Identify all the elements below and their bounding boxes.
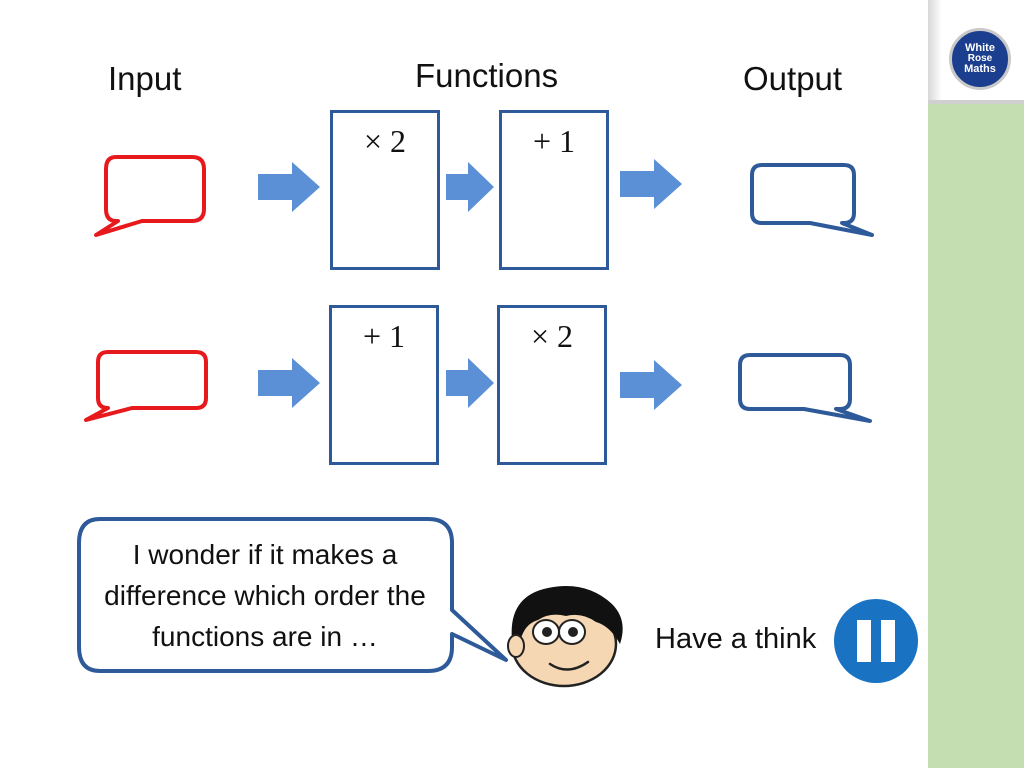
speech-bubble-outline <box>77 517 508 673</box>
speech-bubble-text: I wonder if it makes a difference which … <box>104 538 426 652</box>
function-operation: + 1 <box>532 123 576 159</box>
input-heading: Input <box>108 60 182 97</box>
output-bubble-row2[interactable] <box>736 353 874 427</box>
arrow-icon <box>446 162 494 212</box>
white-rose-maths-logo: White Rose Maths <box>949 28 1011 90</box>
pause-icon[interactable] <box>833 598 919 684</box>
logo-line-2: Rose <box>967 53 993 64</box>
function-operation: × 2 <box>363 123 407 159</box>
output-heading: Output <box>743 60 843 97</box>
function-box-r2-f1: + 1 <box>329 305 439 465</box>
arrow-icon <box>446 358 494 408</box>
functions-heading: Functions <box>415 57 559 94</box>
input-bubble-row2[interactable] <box>84 350 210 424</box>
output-bubble-row1[interactable] <box>748 163 876 239</box>
function-box-r2-f2: × 2 <box>497 305 607 465</box>
side-strip <box>928 0 1024 768</box>
function-box-r1-f2: + 1 <box>499 110 609 270</box>
logo-line-3: Maths <box>964 63 996 75</box>
function-box-r1-f1: × 2 <box>330 110 440 270</box>
input-bubble-row1[interactable] <box>94 155 206 240</box>
logo-line-1: White <box>965 42 995 54</box>
function-operation: + 1 <box>362 318 406 354</box>
character-face-icon <box>507 586 623 688</box>
function-operation: × 2 <box>530 318 574 354</box>
have-a-think-label: Have a think <box>655 623 817 655</box>
arrow-icon <box>258 162 320 212</box>
arrow-icon <box>258 358 320 408</box>
arrow-icon <box>620 159 682 209</box>
arrow-icon <box>620 360 682 410</box>
